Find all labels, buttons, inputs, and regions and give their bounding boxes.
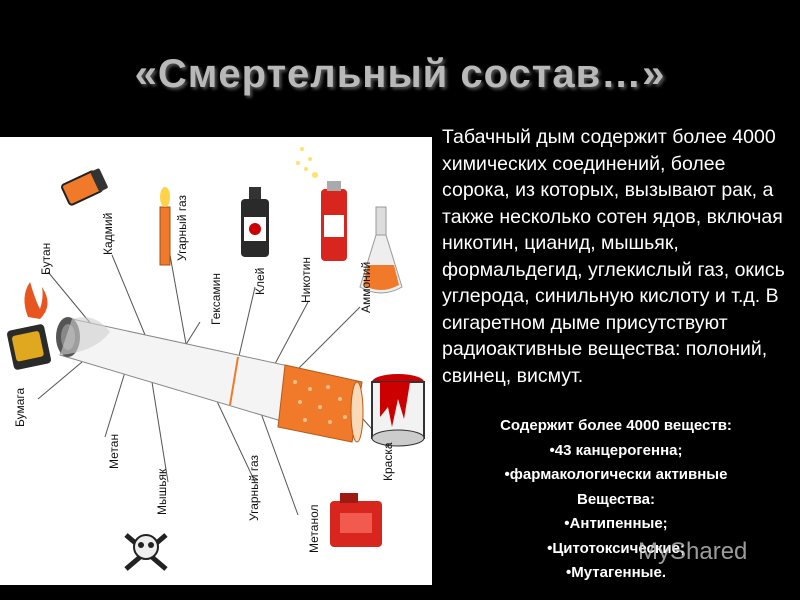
glue-bottle-icon: [241, 187, 269, 257]
label-ammoniy: Аммоний: [359, 262, 373, 313]
label-ugarny-gaz-top: Угарный газ: [175, 195, 189, 261]
label-bumaga: Бумага: [13, 387, 27, 427]
candle-icon: [159, 187, 171, 266]
list-item: •Антипенные;: [564, 515, 668, 532]
fuel-can-icon: [330, 493, 382, 547]
label-butan: Бутан: [39, 243, 53, 275]
cigarette-diagram: Кадмий Угарный газ Клей Никотин Аммоний …: [0, 137, 432, 585]
label-myshyak: Мышьяк: [155, 468, 169, 515]
label-metan: Метан: [107, 434, 121, 469]
list-item: Вещества:: [576, 490, 656, 508]
cigarette: [56, 317, 364, 443]
list-item: •фармакологически активные: [504, 466, 728, 483]
slide-title: «Смертельный состав…»: [134, 52, 666, 96]
paint-can-icon: [371, 374, 425, 447]
lighter-icon: [7, 282, 51, 370]
label-klei: Клей: [253, 268, 267, 295]
label-ugarny-gaz-bottom: Угарный газ: [247, 455, 261, 521]
substances-list: Содержит более 4000 веществ: •43 канцеро…: [432, 414, 800, 586]
label-metanol: Метанол: [307, 505, 321, 553]
watermark: MyShared: [638, 538, 748, 565]
battery-icon: [61, 168, 108, 206]
label-kadmiy: Кадмий: [101, 213, 115, 255]
list-heading: Содержит более 4000 веществ:: [500, 417, 732, 434]
list-item: •Цитотоксические;: [547, 539, 685, 557]
spray-can-icon: [296, 147, 347, 261]
label-geksamin: Гексамин: [209, 273, 223, 325]
label-kraska: Краска: [381, 442, 395, 481]
list-item: •43 канцерогенна;: [549, 441, 683, 459]
flask-icon: [359, 206, 403, 294]
skull-icon: [124, 533, 168, 571]
label-nikotin: Никотин: [299, 257, 313, 303]
cigarette-diagram-svg: Кадмий Угарный газ Клей Никотин Аммоний …: [7, 147, 425, 571]
list-item: •Мутагенные.: [566, 564, 666, 581]
description-paragraph: Табачный дым содержит более 4000 химичес…: [442, 126, 785, 387]
